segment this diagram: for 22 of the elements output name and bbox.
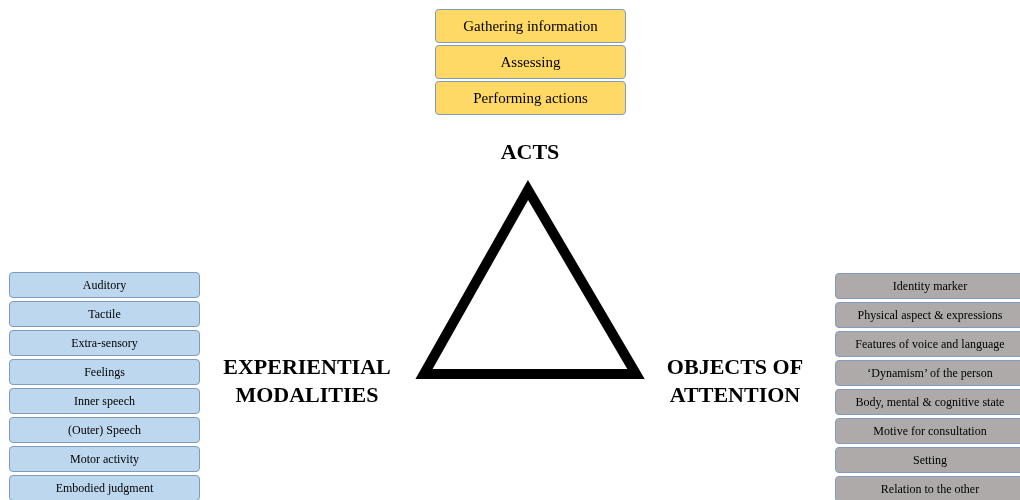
list-box: Setting bbox=[835, 447, 1020, 473]
heading: EXPERIENTIAL MODALITIES bbox=[222, 353, 392, 409]
list-box: Embodied judgment bbox=[9, 475, 200, 500]
list-box: Tactile bbox=[9, 301, 200, 327]
list-box: Assessing bbox=[435, 45, 626, 79]
heading: OBJECTS OF ATTENTION bbox=[665, 353, 805, 409]
list-box: Inner speech bbox=[9, 388, 200, 414]
list-box: Auditory bbox=[9, 272, 200, 298]
list-box: Features of voice and language bbox=[835, 331, 1020, 357]
list-box: ‘Dynamism’ of the person bbox=[835, 360, 1020, 386]
list-box: Extra-sensory bbox=[9, 330, 200, 356]
list-box: Identity marker bbox=[835, 273, 1020, 299]
list-box: Motor activity bbox=[9, 446, 200, 472]
list-box: Body, mental & cognitive state bbox=[835, 389, 1020, 415]
list-box: Feelings bbox=[9, 359, 200, 385]
list-box: Physical aspect & expressions bbox=[835, 302, 1020, 328]
list-box: Relation to the other bbox=[835, 476, 1020, 500]
list-box: Motive for consultation bbox=[835, 418, 1020, 444]
list-box: (Outer) Speech bbox=[9, 417, 200, 443]
heading: ACTS bbox=[499, 138, 561, 166]
list-box: Gathering information bbox=[435, 9, 626, 43]
list-box: Performing actions bbox=[435, 81, 626, 115]
